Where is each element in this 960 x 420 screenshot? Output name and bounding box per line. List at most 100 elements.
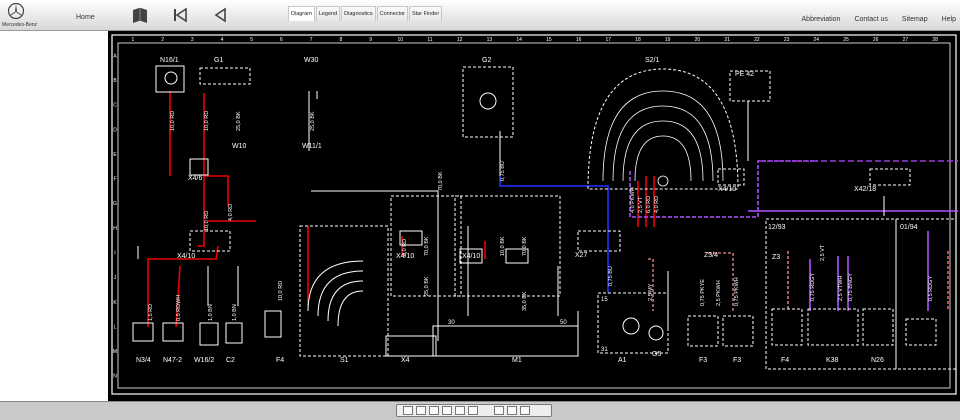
label-x27: X27 (575, 252, 588, 259)
wire-labels: 10,0 RD 10,0 RD 25,0 BK 25,0 BK 70,0 BK … (148, 111, 934, 321)
row-label: M (113, 349, 117, 355)
column-label: 14 (516, 37, 522, 43)
page-icon[interactable] (494, 406, 504, 415)
sitemap-link[interactable]: Sitemap (901, 16, 928, 23)
wire-label: 2,5 VTWH (838, 276, 844, 301)
label-rel93: 12/93 (768, 224, 786, 231)
wire-label: 35,0 BK (522, 291, 528, 311)
wire-label: 70,0 BK (438, 171, 444, 191)
alternator-symbol (479, 92, 497, 110)
abbreviation-link[interactable]: Abbreviation (801, 16, 841, 23)
row-label: H (113, 226, 117, 232)
wire-label: 0,5 RDGY (928, 276, 934, 301)
contact-link[interactable]: Contact us (854, 16, 888, 23)
column-label: 1 (132, 37, 135, 43)
column-label: 17 (606, 37, 612, 43)
column-label: 27 (903, 37, 909, 43)
next-icon[interactable] (520, 406, 530, 415)
label-x4218: X42/18 (854, 186, 876, 193)
header-links: Abbreviation Contact us Sitemap Help (802, 16, 956, 23)
wire-label: 70,0 BK (424, 236, 430, 256)
lightbulb-icon[interactable] (468, 406, 478, 415)
column-label: 7 (310, 37, 313, 43)
tab-legend[interactable]: Legend (315, 6, 341, 21)
column-label: 4 (221, 37, 224, 43)
component-boxes (132, 65, 957, 370)
column-label: 12 (457, 37, 463, 43)
wire-label: 25,0 BK (310, 111, 316, 131)
row-label: D (113, 127, 117, 133)
first-page-icon[interactable] (170, 6, 190, 24)
wire-label: 4,0 RD (402, 239, 408, 256)
column-label: 6 (280, 37, 283, 43)
label-n47: N47-2 (163, 357, 182, 364)
label-a1: A1 (618, 357, 627, 364)
label-m1: M1 (512, 357, 522, 364)
ground-symbol (648, 325, 664, 341)
row-label: A (113, 53, 117, 59)
column-label: 3 (191, 37, 194, 43)
tab-star-finder[interactable]: Star Finder (408, 6, 443, 21)
row-label: K (113, 300, 117, 306)
label-f3b: F3 (733, 357, 741, 364)
wire-label: 0,75 BU (500, 161, 506, 181)
label-x4: X4 (401, 357, 410, 364)
column-label: 9 (369, 37, 372, 43)
column-label: 5 (250, 37, 253, 43)
wire-label: 1,5 RD (148, 304, 154, 321)
module-symbol (622, 317, 640, 335)
print-icon[interactable] (403, 406, 413, 415)
wire-label: 0,75 BU (608, 266, 614, 286)
column-label: 8 (340, 37, 343, 43)
brand-text: Mercedes-Benz (2, 22, 38, 28)
wire-label: 1,0 BN (232, 304, 238, 321)
zoom-out-icon[interactable] (442, 406, 452, 415)
wire-label: 1,0 BN (208, 304, 214, 321)
tab-diagram[interactable]: Diagram (288, 6, 315, 21)
wire-label: 4,0 RD (654, 196, 660, 213)
label-w10: W10 (232, 143, 247, 150)
row-label: E (113, 152, 117, 158)
prev-icon[interactable] (507, 406, 517, 415)
label-x410a: X4/10 (177, 253, 195, 260)
back-icon[interactable] (210, 6, 230, 24)
wire-label: 10,0 RD (278, 281, 284, 301)
bottom-toolbar (0, 401, 960, 420)
wire-label: 10,0 RD (204, 211, 210, 231)
column-label: 18 (635, 37, 641, 43)
pan-hand-icon[interactable] (416, 406, 426, 415)
component-labels: N16/1 G1 W30 G2 S2/1 PE 42 W10 W11/1 X4/… (136, 57, 918, 364)
wire-label: 0,75 BNGY (848, 273, 854, 301)
tab-diagnostics[interactable]: Diagnostics (341, 6, 376, 21)
wire-label: 0,75 RDGY (810, 273, 816, 301)
book-icon[interactable] (130, 6, 150, 24)
diagram-frame (111, 34, 957, 395)
help-link[interactable]: Help (941, 16, 956, 23)
row-label: N (113, 374, 117, 380)
wire-label: 25,0 BK (236, 111, 242, 131)
zoom-icon[interactable] (429, 406, 439, 415)
sensor-symbol (164, 71, 178, 85)
column-label: 26 (873, 37, 879, 43)
label-k38: K38 (826, 357, 839, 364)
home-link[interactable]: Home (76, 14, 95, 21)
column-label: 15 (546, 37, 552, 43)
column-label: 21 (724, 37, 730, 43)
left-panel (0, 31, 108, 401)
label-w162: W16/2 (194, 357, 214, 364)
label-s1: S1 (340, 357, 349, 364)
row-label: F (113, 177, 116, 183)
column-label: 11 (427, 37, 432, 43)
column-label: 10 (398, 37, 404, 43)
label-n16: N16/1 (160, 57, 179, 64)
pin-15: 15 (601, 297, 608, 303)
wire-label: 2,5 PKWH (716, 280, 722, 306)
zoom-in-icon[interactable] (455, 406, 465, 415)
column-label: 25 (843, 37, 849, 43)
row-label: L (114, 324, 117, 330)
tab-connector[interactable]: Connector (376, 6, 408, 21)
